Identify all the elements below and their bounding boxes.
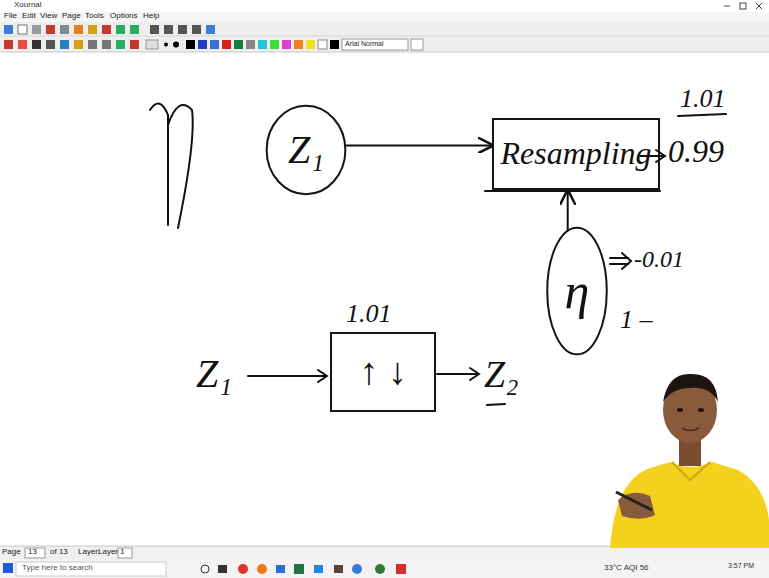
- box-underline: [485, 190, 660, 192]
- menu-item: Edit: [22, 12, 36, 21]
- menu-item: Options: [110, 12, 138, 21]
- toolbar: [0, 22, 769, 52]
- double-arrow: [610, 257, 628, 259]
- status-text: 13: [28, 548, 37, 557]
- process-box: Resampling: [492, 118, 660, 190]
- box-heading: 1.01: [346, 300, 392, 329]
- menu-item: Page: [62, 12, 81, 21]
- variable-label: Z₁: [196, 352, 232, 396]
- font-selector: Arial Normal: [345, 40, 384, 48]
- flow-arrow: [345, 144, 492, 146]
- arrow-head: [318, 370, 327, 382]
- menu-item: Help: [143, 12, 159, 21]
- status-text: Layer 1: [98, 548, 125, 557]
- search-placeholder: Type here to search: [22, 564, 93, 573]
- value-underline: [487, 404, 505, 405]
- weather-text: 33°C AQI 56: [604, 564, 649, 573]
- value-label: 0.99: [668, 134, 724, 169]
- arrow-head: [622, 253, 631, 269]
- status-bar: [0, 546, 769, 560]
- double-arrow: [610, 263, 628, 265]
- presenter-figure: [610, 374, 769, 548]
- value-label: -0.01: [634, 246, 684, 272]
- noise-oval: η: [546, 225, 608, 357]
- window-controls: [724, 3, 762, 9]
- menu-item: Tools: [85, 12, 104, 21]
- updown-box: 1.01↑ ↓: [330, 332, 436, 412]
- flow-arrow: [567, 191, 569, 231]
- status-text: Layer:: [78, 548, 100, 557]
- variable-circle: Z₁: [265, 104, 347, 196]
- node-text: ↑ ↓: [359, 351, 407, 393]
- clock-text: 3:57 PM: [728, 562, 754, 570]
- eta-stroke: [150, 104, 193, 228]
- status-text: of 13: [50, 548, 68, 557]
- status-text: Page: [2, 548, 21, 557]
- eta-symbol: η: [110, 60, 115, 71]
- arrow-head: [656, 150, 665, 162]
- start-button: [3, 563, 13, 573]
- toolbar-divider: [0, 36, 769, 37]
- menu-item: File: [4, 12, 17, 21]
- title-bar: [0, 0, 769, 12]
- node-text: η: [565, 264, 590, 319]
- taskbar-icons: [201, 564, 406, 574]
- handwritten-strokes: [150, 104, 726, 405]
- search-box: [16, 562, 166, 576]
- page-spinner: [25, 548, 45, 558]
- node-text: Resampling: [500, 136, 651, 171]
- taskbar: [0, 560, 769, 578]
- input-arrow: [248, 375, 326, 377]
- value-label: 1 –: [620, 306, 653, 335]
- toolbar-divider: [0, 52, 769, 53]
- toolbar-icons: [4, 25, 423, 50]
- menu-item: View: [40, 12, 57, 21]
- window-title: Xournal: [14, 1, 42, 10]
- output-arrow: [437, 373, 478, 375]
- node-text: Z₁: [288, 128, 324, 172]
- value-underline: [678, 114, 726, 116]
- arrow-head: [470, 368, 479, 380]
- value-label: 1.01: [680, 85, 726, 114]
- menu-bar: [0, 12, 769, 22]
- variable-label: Z₂: [484, 354, 518, 396]
